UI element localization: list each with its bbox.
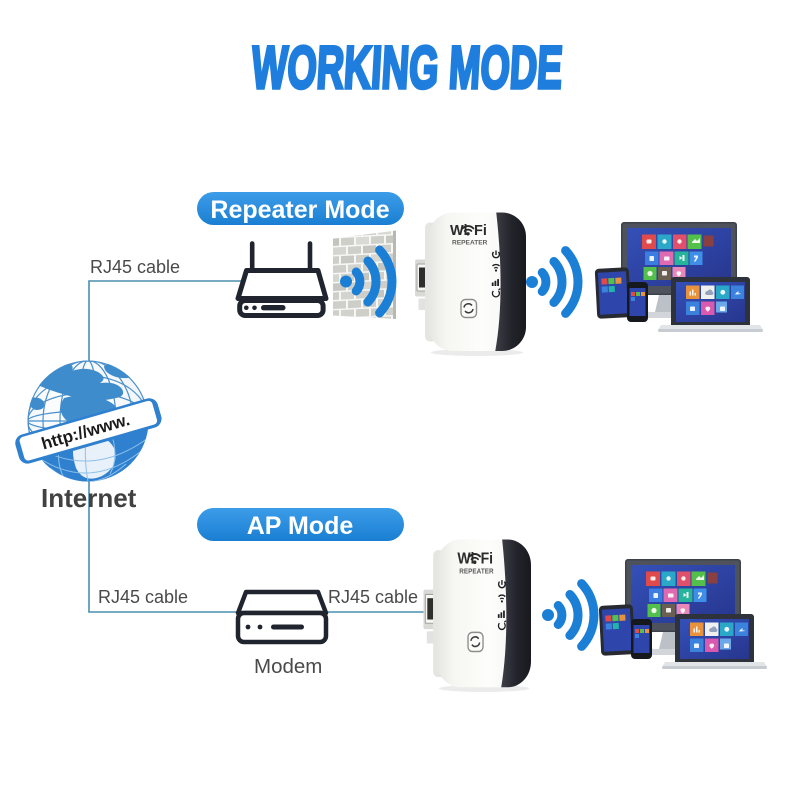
svg-text:RJ45 cable: RJ45 cable bbox=[328, 587, 418, 607]
svg-text:AP Mode: AP Mode bbox=[247, 512, 354, 540]
svg-text:Repeater Mode: Repeater Mode bbox=[210, 196, 389, 224]
svg-text:Modem: Modem bbox=[254, 655, 322, 678]
svg-text:WORKING MODE: WORKING MODE bbox=[250, 34, 564, 101]
svg-text:Internet: Internet bbox=[41, 483, 137, 513]
svg-text:RJ45 cable: RJ45 cable bbox=[98, 587, 188, 607]
svg-text:RJ45 cable: RJ45 cable bbox=[90, 257, 180, 277]
